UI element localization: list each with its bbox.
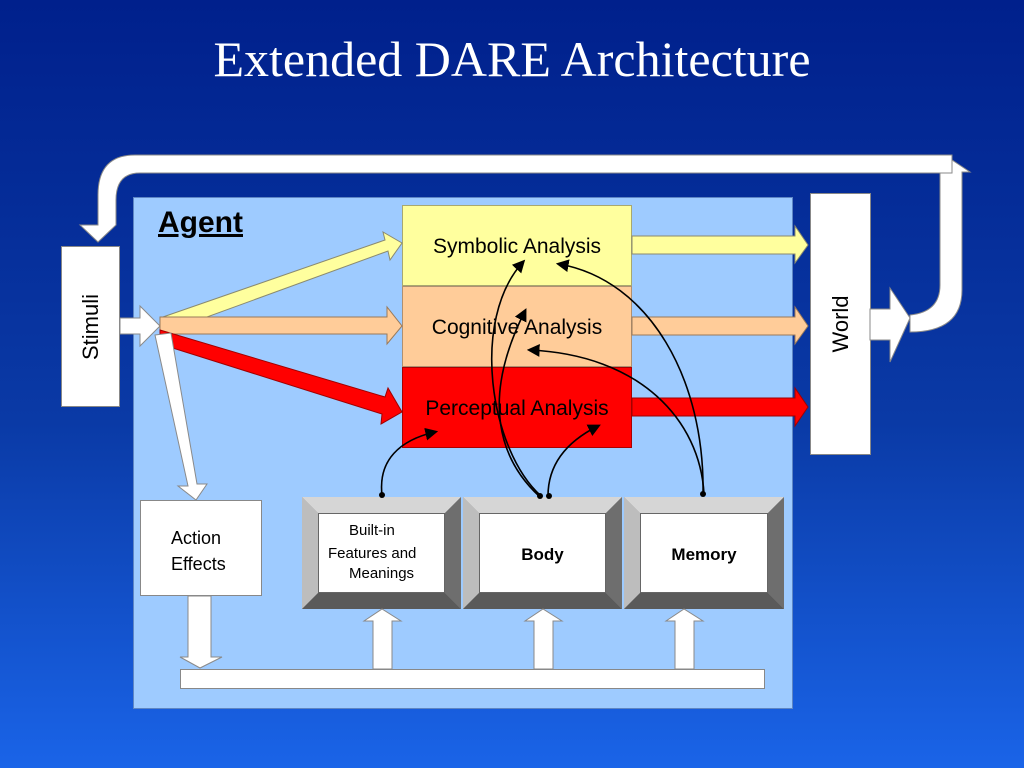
bus-to-memory-arrow xyxy=(664,608,705,670)
memory-bevel-shading xyxy=(624,497,784,609)
stimuli-out-arrow xyxy=(119,304,161,348)
perceptual-to-world-arrow xyxy=(631,386,809,428)
agent-label: Agent xyxy=(158,206,243,239)
action-to-bus-arrow xyxy=(179,595,223,669)
body-connector-dot-right xyxy=(546,493,552,499)
memory-to-cognitive-curve xyxy=(526,344,705,495)
stimuli-box: Stimuli xyxy=(61,246,120,407)
memory-inner: Memory xyxy=(640,513,768,593)
stimuli-to-cognitive-arrow xyxy=(159,305,403,346)
builtin-features-inner: Built-in Features and Meanings xyxy=(318,513,445,593)
builtin-line1: Built-in xyxy=(349,522,395,539)
builtin-line2: Features and xyxy=(328,545,417,562)
top-return-arrow xyxy=(78,154,953,243)
body-to-perceptual-curve xyxy=(547,424,601,497)
world-box: World xyxy=(810,193,871,455)
symbolic-analysis-label: Symbolic Analysis xyxy=(432,235,602,258)
world-to-stimuli-loop xyxy=(909,159,972,333)
builtin-connector-dot xyxy=(379,492,385,498)
body-to-symbolic-curve xyxy=(490,259,542,497)
body-connector-dot-left xyxy=(537,493,543,499)
action-effects-box: Action Effects xyxy=(140,500,262,596)
memory-label: Memory xyxy=(671,545,737,564)
action-effects-line2: Effects xyxy=(171,554,226,574)
body-bevel-shading xyxy=(463,497,622,609)
body-label: Body xyxy=(521,545,564,564)
action-effects-line1: Action xyxy=(171,528,222,548)
memory-to-symbolic-curve xyxy=(555,259,704,495)
world-exit-arrow xyxy=(869,286,911,363)
body-inner: Body xyxy=(479,513,606,593)
builtin-to-perceptual-curve xyxy=(380,427,439,496)
stimuli-to-perceptual-arrow xyxy=(159,329,403,425)
memory-connector-dot xyxy=(700,491,706,497)
stimuli-to-action-arrow xyxy=(154,332,208,501)
bus-to-body-arrow xyxy=(523,608,564,670)
builtin-bevel-shading xyxy=(302,497,461,609)
bus-to-builtin-arrow xyxy=(362,608,403,670)
body-module: Body xyxy=(463,497,622,609)
builtin-line3: Meanings xyxy=(349,565,415,582)
perceptual-analysis-label: Perceptual Analysis xyxy=(425,397,609,420)
slide-title: Extended DARE Architecture xyxy=(213,31,811,87)
action-effects-text: Action Effects xyxy=(171,525,226,577)
builtin-features-module: Built-in Features and Meanings xyxy=(302,497,461,609)
symbolic-to-world-arrow xyxy=(631,224,809,265)
feedback-bus-bar xyxy=(180,669,765,689)
memory-module: Memory xyxy=(624,497,784,609)
cognitive-to-world-arrow xyxy=(631,305,809,346)
